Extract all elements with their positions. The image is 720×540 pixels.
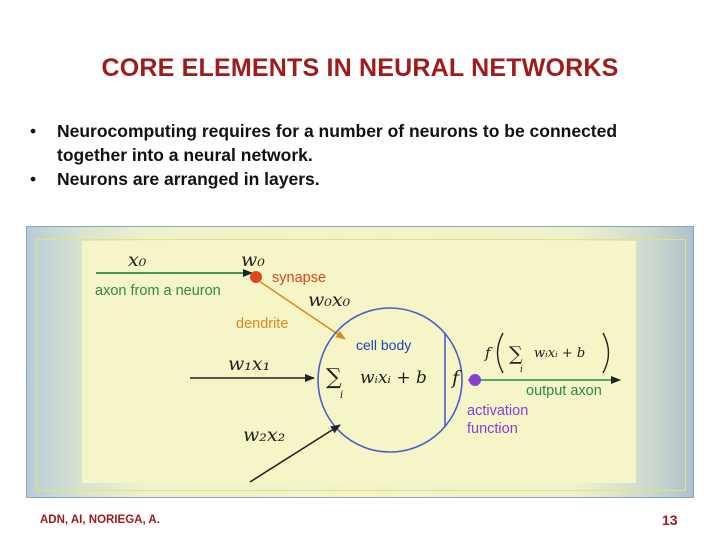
output-formula-sum: ∑ <box>509 343 523 365</box>
bullet-text: Neurons are arranged in layers. <box>57 169 320 189</box>
output-formula-expr: wᵢxᵢ + b <box>534 346 585 361</box>
page-number: 13 <box>662 512 678 528</box>
activation-label: activation <box>467 403 528 419</box>
w2x2-label: w₂x₂ <box>243 424 285 446</box>
w2x2-line <box>249 424 341 483</box>
synapse-label: synapse <box>272 270 326 286</box>
figure-panel <box>82 241 636 483</box>
output-axon-label: output axon <box>526 383 602 399</box>
footer-author: ADN, AI, NORIEGA, A. <box>40 514 160 526</box>
w1x1-label: w₁x₁ <box>228 353 270 375</box>
sum-subscript: i <box>340 390 343 401</box>
output-formula-right-paren <box>602 332 610 374</box>
sum-expression: wᵢxᵢ + b <box>360 368 427 388</box>
output-formula-subscript: i <box>520 365 523 375</box>
bullet-dot-icon: • <box>30 169 37 189</box>
sum-symbol: ∑ <box>326 365 342 390</box>
output-formula-f: f <box>484 344 493 362</box>
bullet-item: • Neurocomputing requires for a number o… <box>30 119 690 167</box>
synapse-dot <box>250 271 262 283</box>
f-symbol: f <box>450 367 462 389</box>
dendrite-label: dendrite <box>236 316 288 332</box>
dendrite-line <box>258 280 346 340</box>
w0-label: w₀ <box>241 249 265 271</box>
cell-body-label: cell body <box>356 337 411 353</box>
bullet-dot-icon: • <box>30 121 37 141</box>
axon-from-neuron-label: axon from a neuron <box>95 283 221 299</box>
activation-dot <box>469 374 481 386</box>
bullet-list: • Neurocomputing requires for a number o… <box>30 119 690 191</box>
slide-title: CORE ELEMENTS IN NEURAL NETWORKS <box>101 54 619 82</box>
bullet-item: • Neurons are arranged in layers. <box>30 167 690 191</box>
output-formula-left-paren <box>496 332 504 374</box>
bullet-text: Neurocomputing requires for a number of … <box>57 121 618 165</box>
function-label: function <box>467 421 518 437</box>
w0x0-label: w₀x₀ <box>308 289 351 311</box>
x0-label: x₀ <box>128 249 147 271</box>
cell-body-circle <box>317 307 463 453</box>
figure-inner-border <box>36 239 686 491</box>
